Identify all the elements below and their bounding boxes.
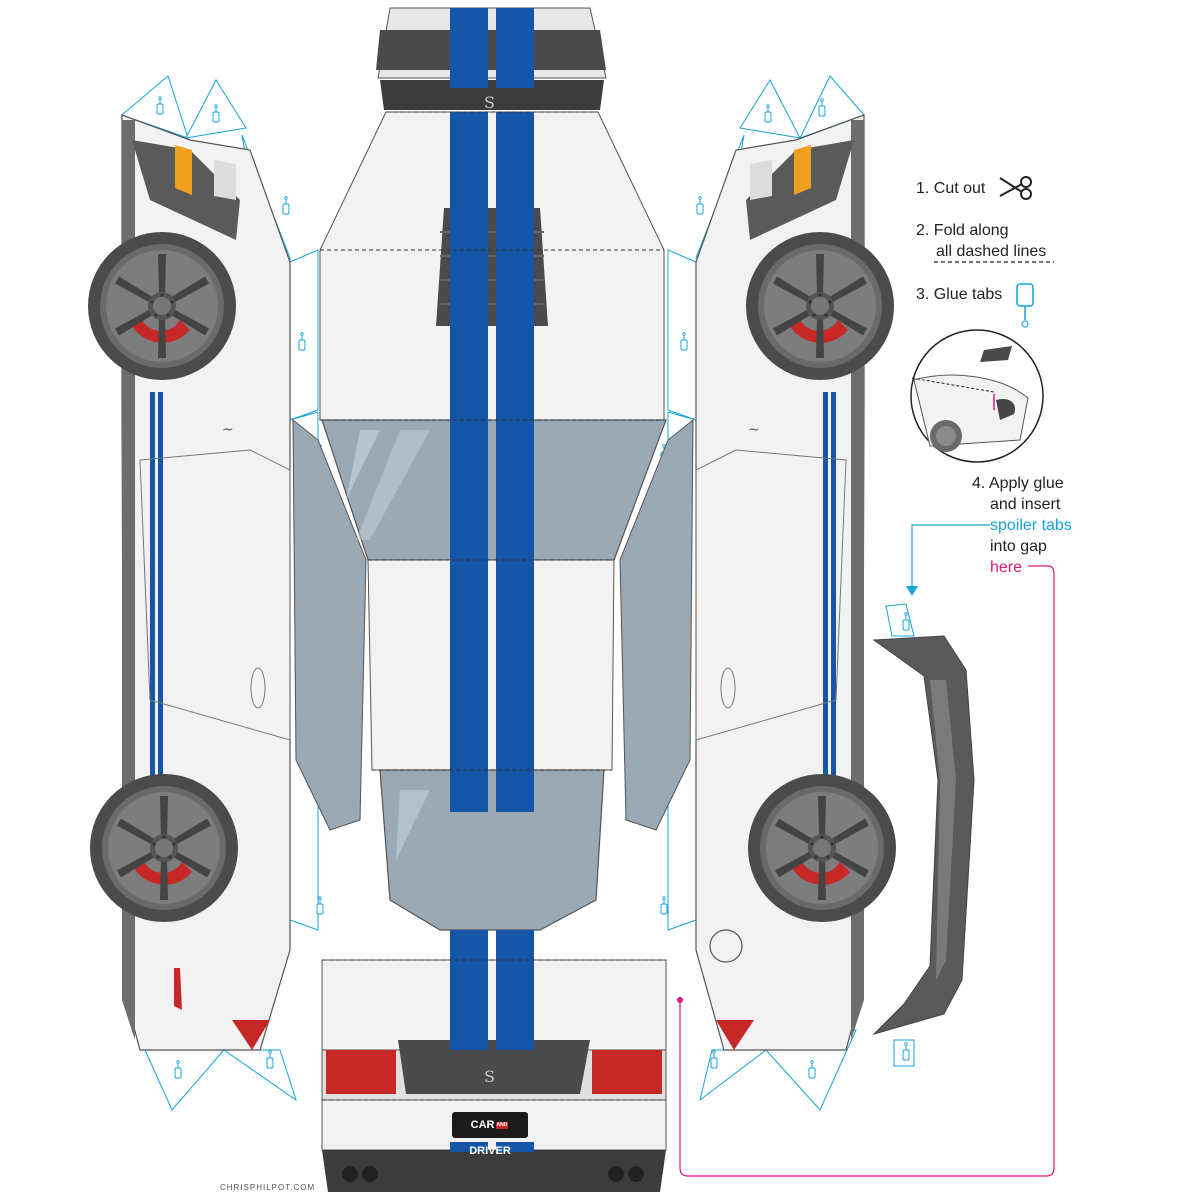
spoiler-tab-arrow [911,524,990,590]
detail-inset [910,329,1044,463]
step-4-text: 4. Apply glue [972,475,1064,492]
svg-text:~: ~ [222,422,234,438]
glue-bottle-icon [1016,283,1034,328]
gap-leader-line [679,565,1055,1177]
svg-text:S: S [484,1067,495,1086]
step-4-text-line4: into gap [990,538,1047,555]
right-side-panel: ~ [619,75,896,1111]
logo-and: AND [495,1121,509,1129]
step-4-text-line5: here [990,557,1022,578]
credit-text: CHRISPHILPOT.COM [220,1183,316,1192]
front-wheel-right [746,232,894,380]
spoiler-tabs-label: spoiler tabs [990,517,1072,534]
rear-wheel-right [748,774,896,922]
step-1-text: 1. Cut out [916,180,986,197]
svg-text:~: ~ [748,422,760,438]
center-top-panel: S S [319,7,667,1192]
spoiler-tab-arrowhead [906,586,918,596]
here-label: here [990,559,1023,576]
logo-car: CAR [470,1119,495,1131]
step-2-text-line2: all dashed lines [936,243,1047,260]
step-4-text-line2: and insert [990,496,1061,513]
step-4-text-line3: spoiler tabs [990,515,1072,536]
step-3-text: 3. Glue tabs [916,286,1003,303]
left-side-panel: ~ [88,75,367,1111]
front-wheel-left [88,232,236,380]
gap-marker [677,997,683,1003]
scissors-icon [999,176,1032,200]
logo-driver: DRIVER [469,1145,511,1157]
rear-wheel-left [90,774,238,922]
svg-text:S: S [484,93,495,112]
step-2-text: 2. Fold along [916,222,1009,239]
spoiler-part [872,603,975,1067]
